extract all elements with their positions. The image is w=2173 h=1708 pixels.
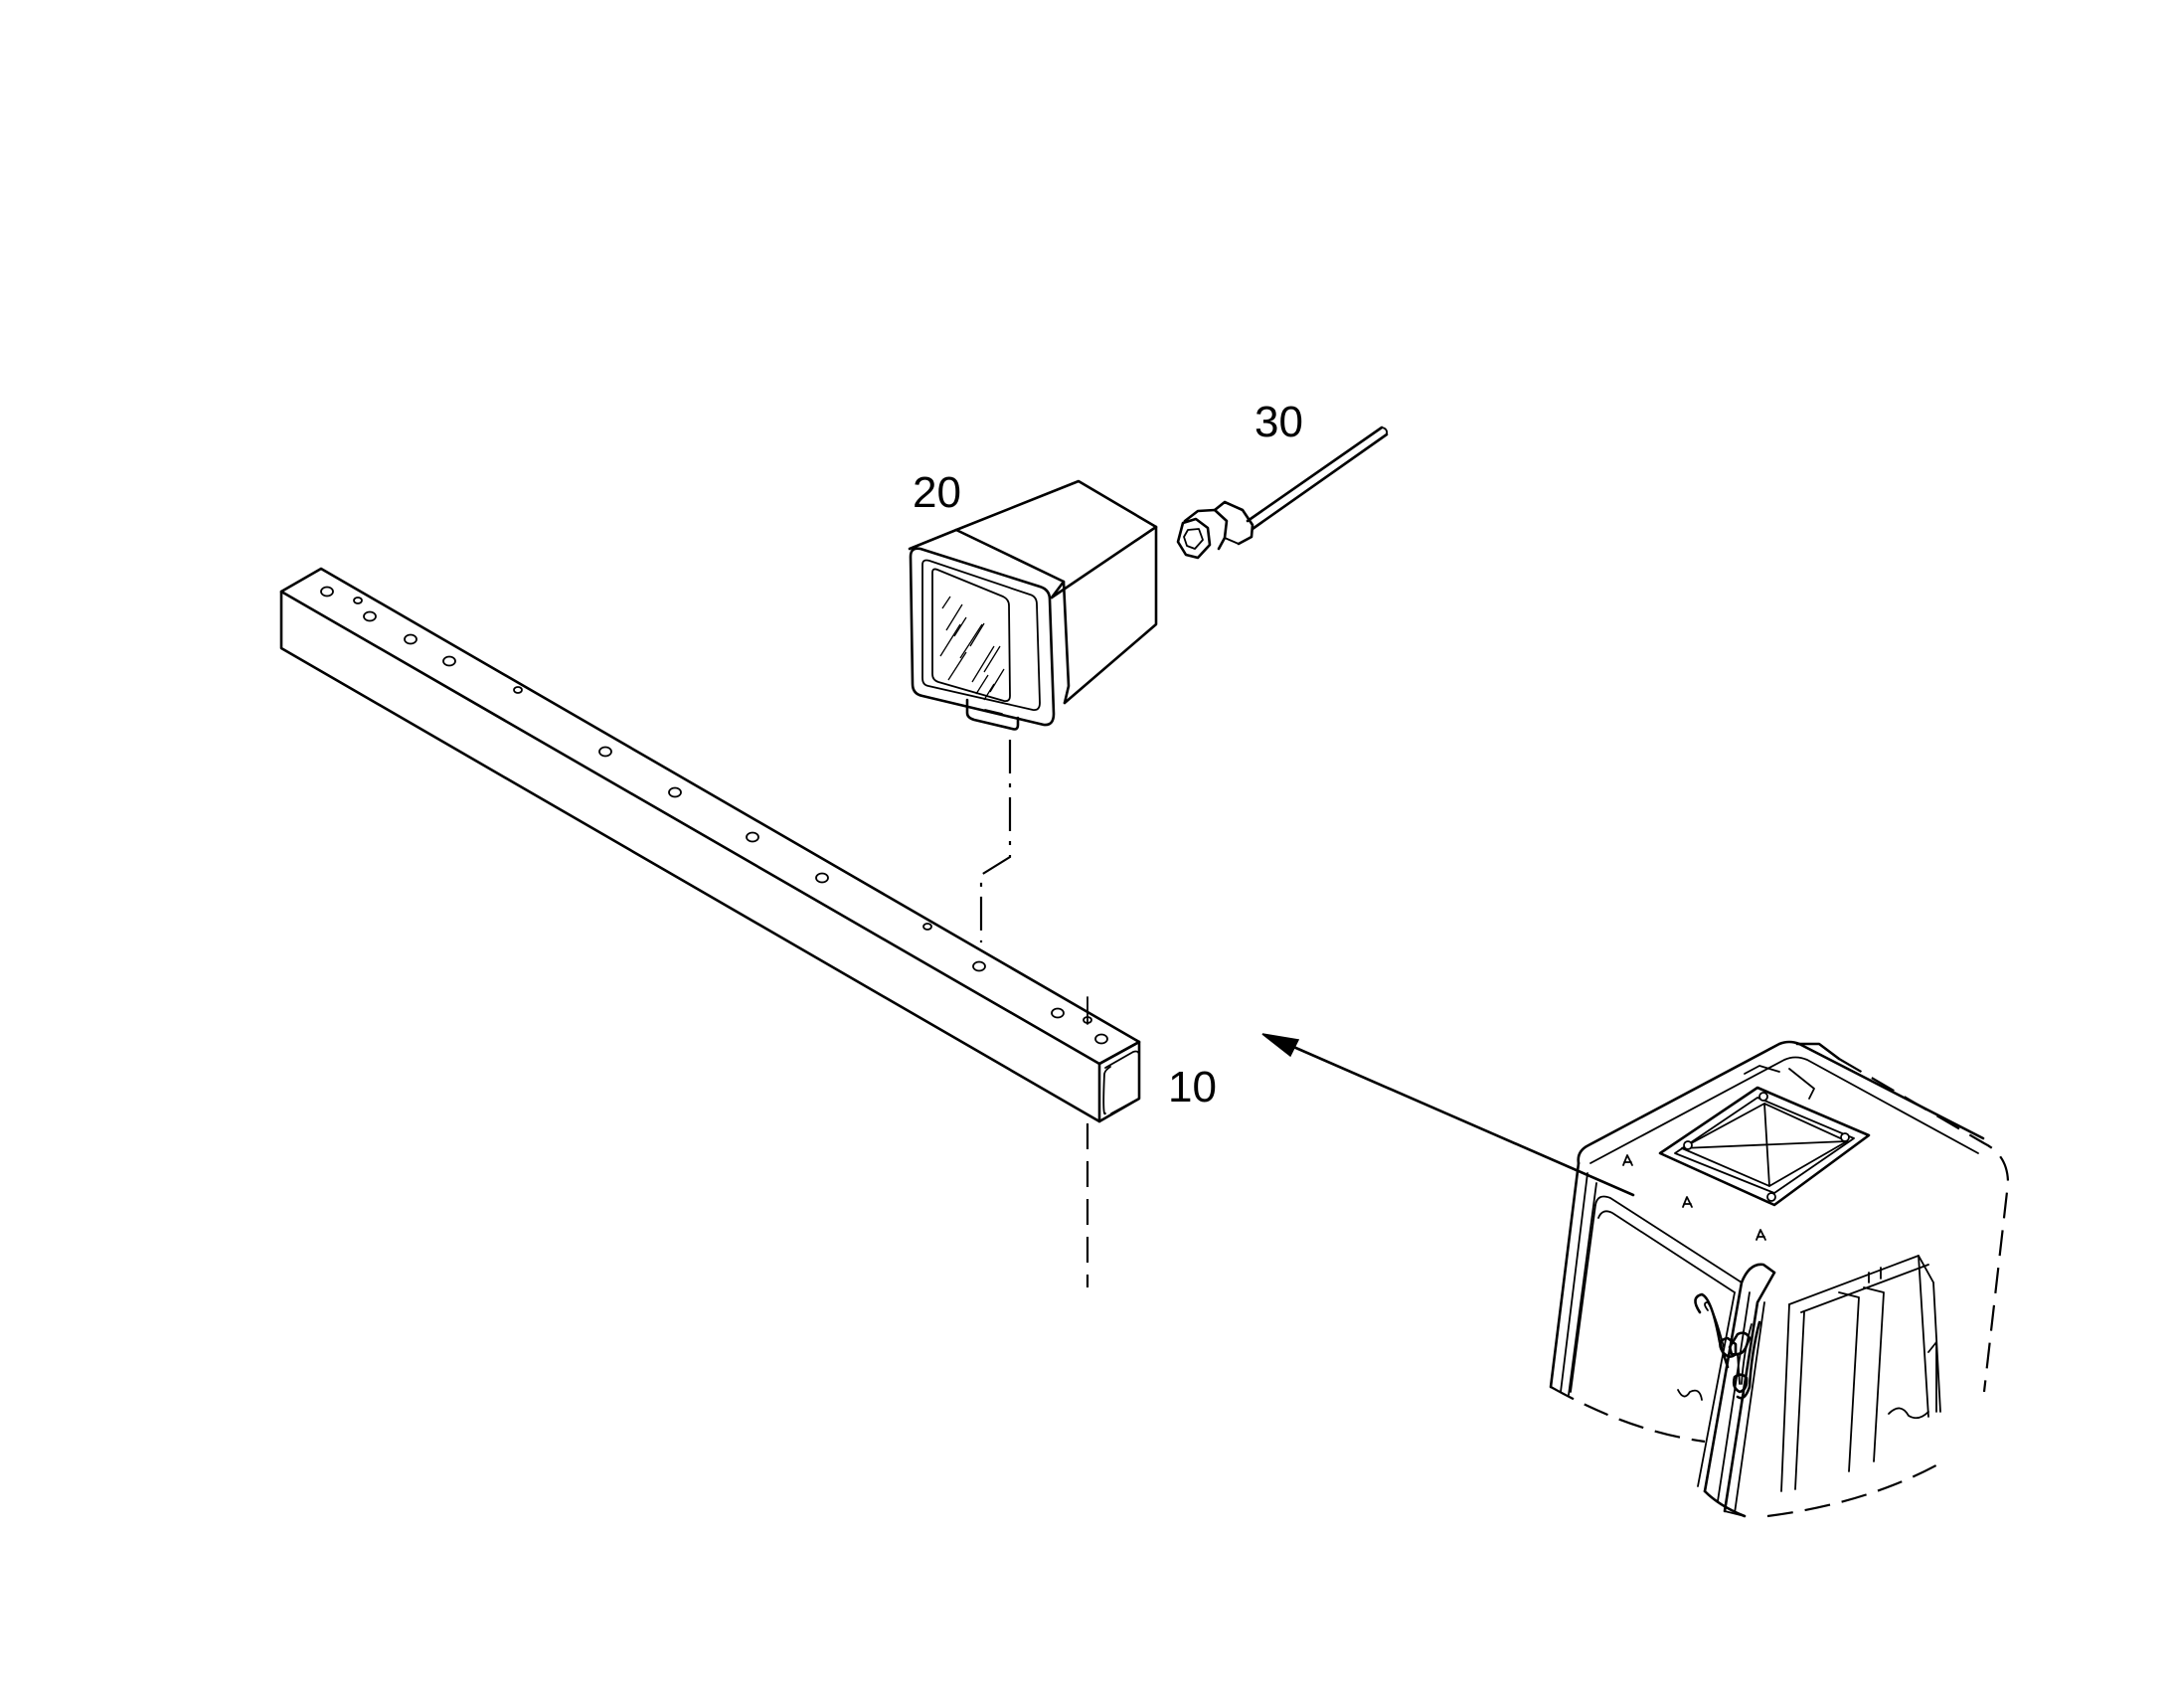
connector-cable (1176, 426, 1389, 560)
callout-10: 10 (1168, 1063, 1217, 1111)
mounting-bar (279, 567, 1141, 1123)
callout-30: 30 (1254, 398, 1303, 446)
callout-20: 20 (913, 468, 961, 517)
work-lamp (908, 479, 1158, 731)
location-arrow (1261, 1033, 1635, 1197)
assembly-lines (979, 740, 1089, 1287)
bar-holes (320, 586, 1108, 1045)
cab-locator-sketch (1549, 1040, 2010, 1518)
lens-glass-marks (939, 596, 1005, 701)
